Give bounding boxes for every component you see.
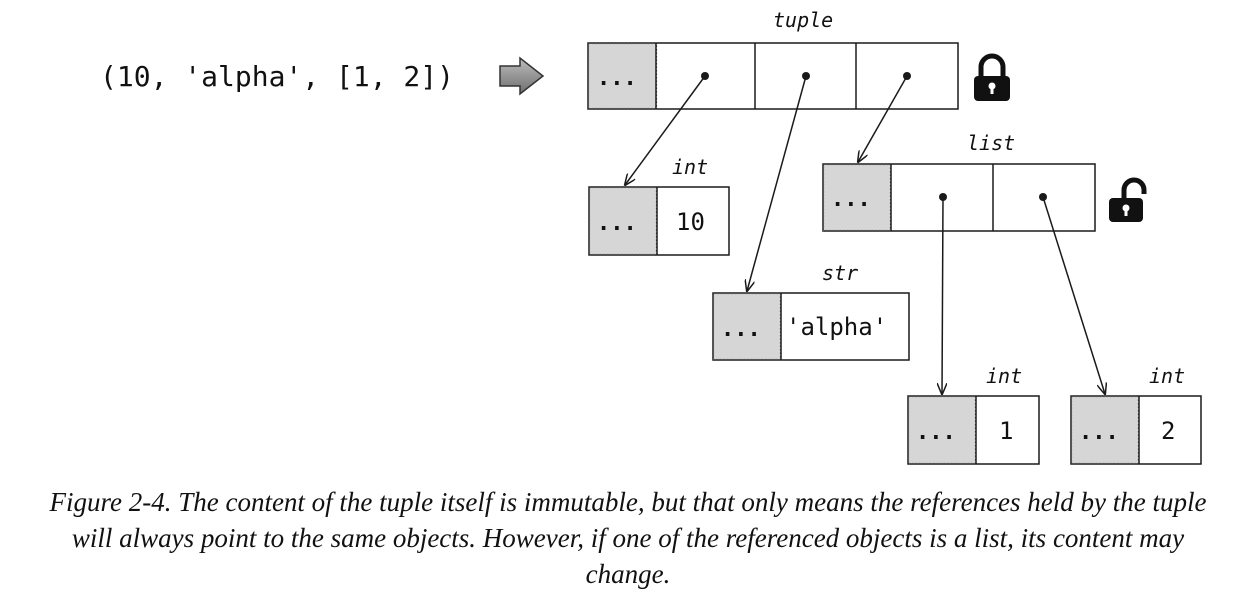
- figure-caption: Figure 2-4. The content of the tuple its…: [49, 487, 1207, 589]
- int-10-value: 10: [676, 208, 705, 236]
- tuple-type-label: tuple: [773, 8, 833, 32]
- locked-padlock-icon: [974, 53, 1010, 101]
- tuple-object: tuple ...: [587, 8, 959, 110]
- int-1-header: ...: [916, 420, 956, 445]
- int-1-type-label: int: [986, 364, 1022, 388]
- int-10-type-label: int: [672, 155, 708, 179]
- list-object: list ...: [822, 131, 1096, 232]
- tuple-reference-diagram: (10, 'alpha', [1, 2]) tuple ... list ...: [100, 8, 1202, 465]
- ref-arrow-list-to-int-2: [1042, 196, 1105, 394]
- ref-arrow-tuple-to-int-10: [625, 75, 706, 185]
- int-2-header: ...: [1079, 420, 1119, 445]
- tuple-header: ...: [597, 66, 637, 91]
- str-type-label: str: [822, 261, 858, 285]
- list-type-label: list: [967, 131, 1015, 155]
- int-object-10: int ... 10: [588, 155, 730, 256]
- int-2-type-label: int: [1149, 364, 1185, 388]
- str-object-alpha: str ... 'alpha': [712, 261, 910, 361]
- ref-arrow-tuple-to-str: [747, 75, 807, 291]
- unlocked-padlock-icon: [1109, 177, 1147, 222]
- ref-arrow-list-to-int-1: [942, 196, 943, 394]
- ref-arrow-tuple-to-list: [858, 75, 908, 162]
- list-header: ...: [831, 187, 871, 212]
- str-value: 'alpha': [786, 313, 887, 341]
- int-10-header: ...: [597, 211, 637, 236]
- int-object-1: int ... 1: [907, 364, 1040, 465]
- int-object-2: int ... 2: [1070, 364, 1202, 465]
- int-1-value: 1: [999, 417, 1013, 445]
- int-2-value: 2: [1161, 417, 1175, 445]
- python-expression: (10, 'alpha', [1, 2]): [100, 60, 454, 93]
- str-header: ...: [721, 317, 761, 342]
- block-arrow-right-icon: [499, 56, 545, 96]
